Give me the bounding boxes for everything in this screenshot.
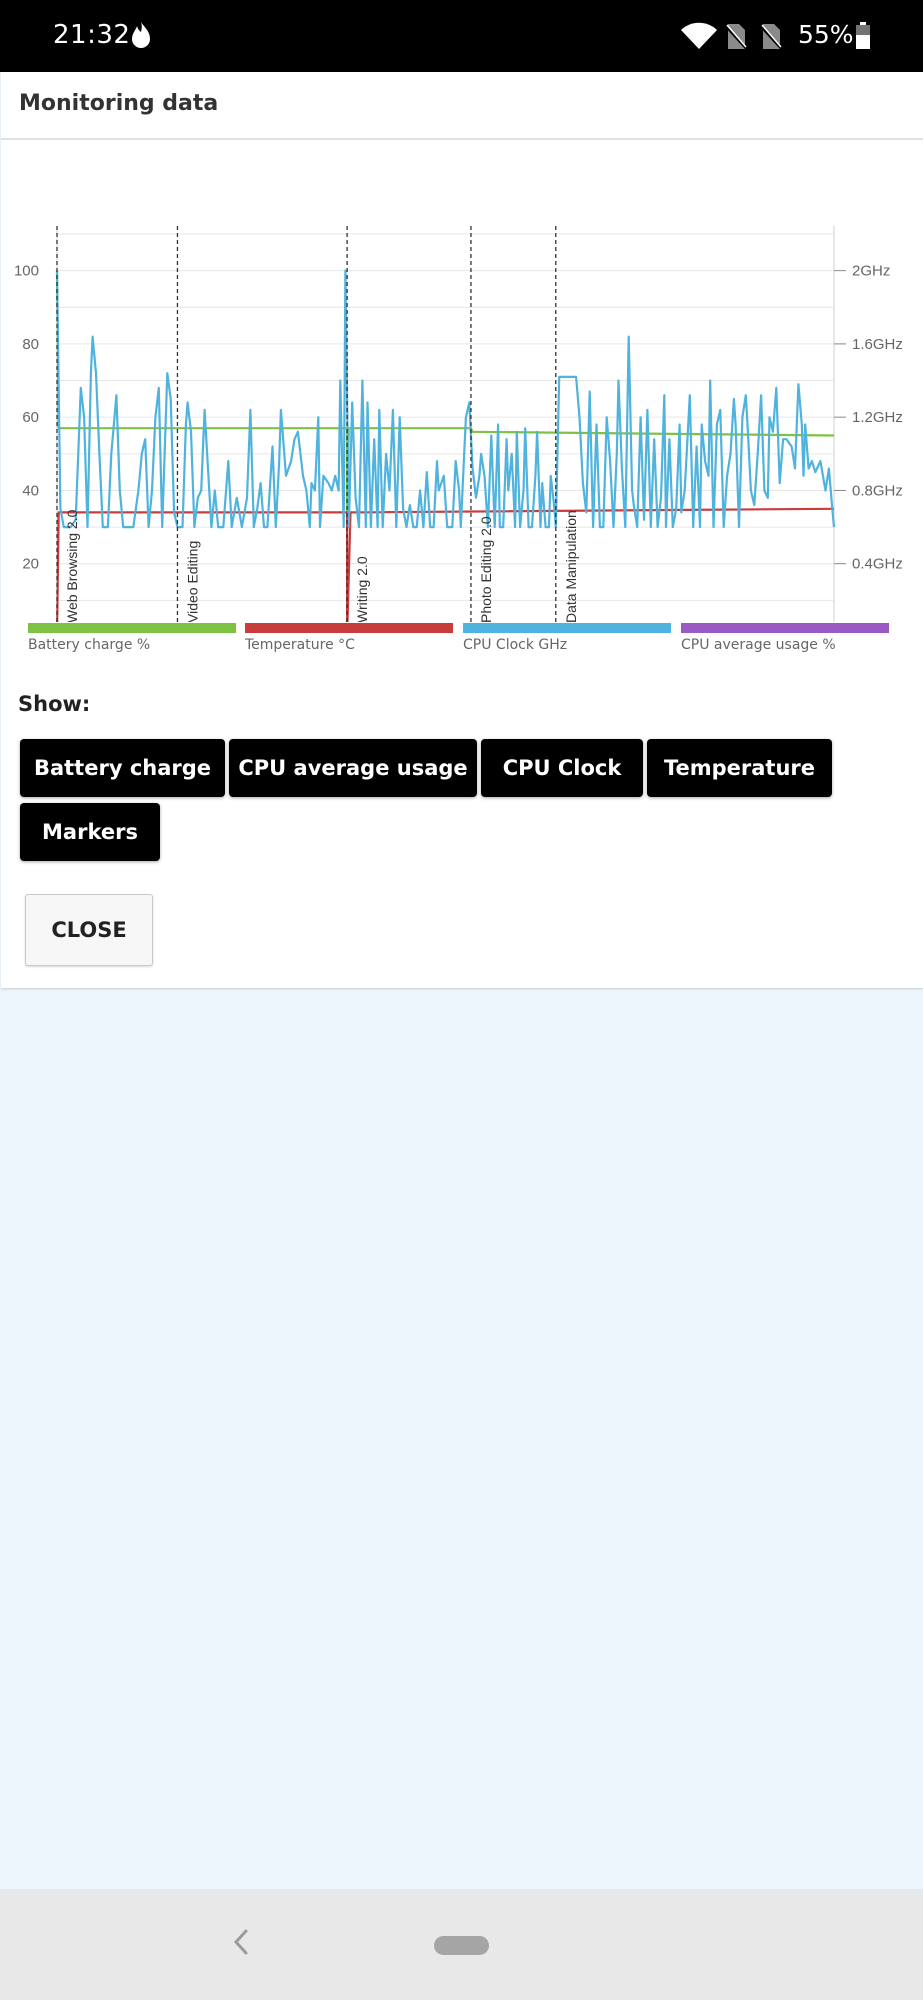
marker-label: Data Manipulation [563,510,579,622]
legend-label: CPU Clock GHz [463,637,568,653]
toggle-markers[interactable]: Markers [20,803,160,861]
y-right-tick-label: 1.2GHz [852,409,903,426]
legend-label: Battery charge % [28,637,151,653]
legend-swatch [681,623,889,633]
status-bar: 21:32 55% [0,0,923,72]
legend-label: CPU average usage % [681,637,836,653]
legend-battery: Battery charge % [28,623,236,653]
toggle-cpu-average-usage[interactable]: CPU average usage [229,739,477,797]
legend-cpu-clock: CPU Clock GHz [463,623,671,653]
y-left-tick-label: 100 [14,263,39,280]
no-sim-icon [759,23,783,55]
y-right-tick-label: 0.4GHz [852,556,903,573]
y-right-tick-label: 1.6GHz [852,336,903,353]
monitoring-chart: 204060801000.4GHz0.8GHz1.2GHz1.6GHz2GHz0… [1,162,923,671]
legend-swatch [28,623,236,633]
y-left-tick-label: 20 [22,556,39,573]
legend-swatch [245,623,453,633]
navigation-bar [0,1889,923,2000]
status-time: 21:32 [53,20,131,50]
chart-legend: Battery charge % Temperature °C CPU Cloc… [1,623,923,663]
marker-label: Writing 2.0 [354,556,370,622]
wifi-icon [680,22,718,55]
home-pill[interactable] [434,1936,489,1955]
card-header: Monitoring data [1,72,923,140]
marker-label: Photo Editing 2.0 [478,516,494,622]
legend-label: Temperature °C [245,637,355,653]
legend-swatch [463,623,671,633]
y-right-tick-label: 2GHz [852,263,890,280]
marker-label: Video Editing [184,541,200,622]
legend-cpu-usage: CPU average usage % [681,623,889,653]
toggle-temperature[interactable]: Temperature [647,739,832,797]
toggle-cpu-clock[interactable]: CPU Clock [481,739,643,797]
close-button[interactable]: CLOSE [25,894,153,966]
y-left-tick-label: 80 [22,336,39,353]
chart-svg: 204060801000.4GHz0.8GHz1.2GHz1.6GHz2GHz0… [14,226,903,671]
y-left-tick-label: 60 [22,409,39,426]
y-left-tick-label: 40 [22,482,39,499]
monitoring-card: Monitoring data 20 40 60 80 100 0.4GHz 0.8GHz 1… [1,72,923,989]
show-label: Show: [18,692,91,716]
marker-label: Web Browsing 2.0 [64,509,80,622]
no-sim-icon [724,23,748,55]
back-icon[interactable] [233,1929,249,1960]
legend-temperature: Temperature °C [245,623,453,653]
y-right-tick-label: 0.8GHz [852,482,903,499]
card-title: Monitoring data [19,91,219,116]
series-line-temperature-c [55,507,835,639]
toggle-battery-charge[interactable]: Battery charge [20,739,225,797]
battery-percent: 55% [798,20,854,49]
flame-icon [128,21,154,56]
battery-icon [855,22,871,55]
series-line-cpu-clock-ghz [55,269,836,529]
